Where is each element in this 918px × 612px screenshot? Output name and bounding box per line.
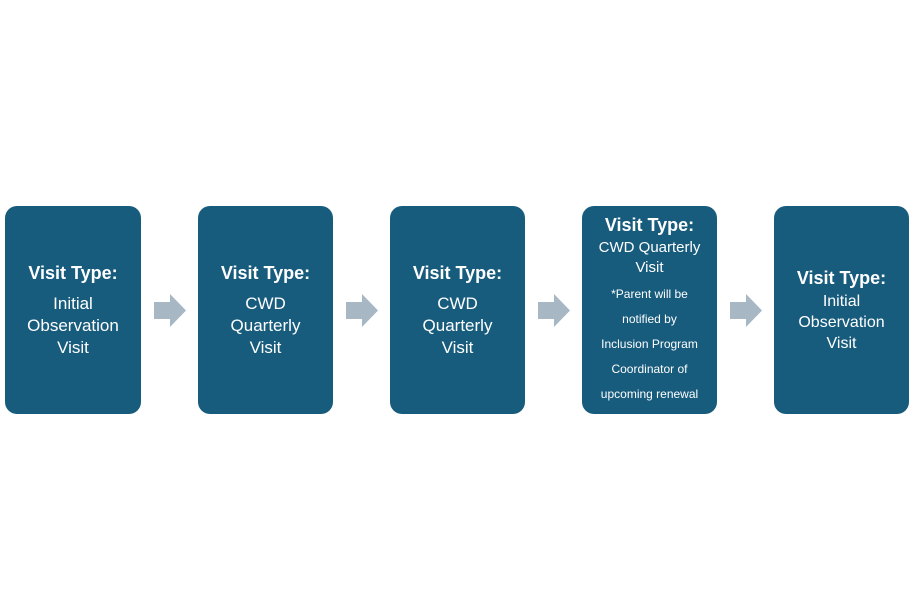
- step-3-body: CWD Quarterly Visit: [422, 293, 493, 357]
- step-1-title: Visit Type:: [28, 262, 118, 283]
- step-2-body: CWD Quarterly Visit: [230, 293, 301, 357]
- step-2-box: Visit Type: CWD Quarterly Visit: [198, 206, 333, 414]
- step-3-title: Visit Type:: [412, 262, 503, 283]
- step-1-box: Visit Type: Initial Observation Visit: [5, 206, 141, 414]
- step-4-body: CWD Quarterly Visit: [598, 238, 701, 276]
- step-4-title: Visit Type:: [604, 214, 695, 235]
- right-arrow-icon: [538, 294, 570, 327]
- right-arrow-icon: [154, 294, 186, 327]
- step-5-body: Initial Observation Visit: [798, 292, 885, 352]
- step-5-title: Visit Type:: [796, 267, 887, 288]
- step-1-body: Initial Observation Visit: [27, 293, 119, 357]
- step-4-box: Visit Type: CWD Quarterly Visit *Parent …: [582, 206, 717, 414]
- right-arrow-icon: [346, 294, 378, 327]
- step-4-note: *Parent will be notified by Inclusion Pr…: [600, 286, 699, 401]
- right-arrow-icon: [730, 294, 762, 327]
- step-5-box: Visit Type: Initial Observation Visit: [774, 206, 909, 414]
- step-2-title: Visit Type:: [220, 262, 311, 283]
- step-3-box: Visit Type: CWD Quarterly Visit: [390, 206, 525, 414]
